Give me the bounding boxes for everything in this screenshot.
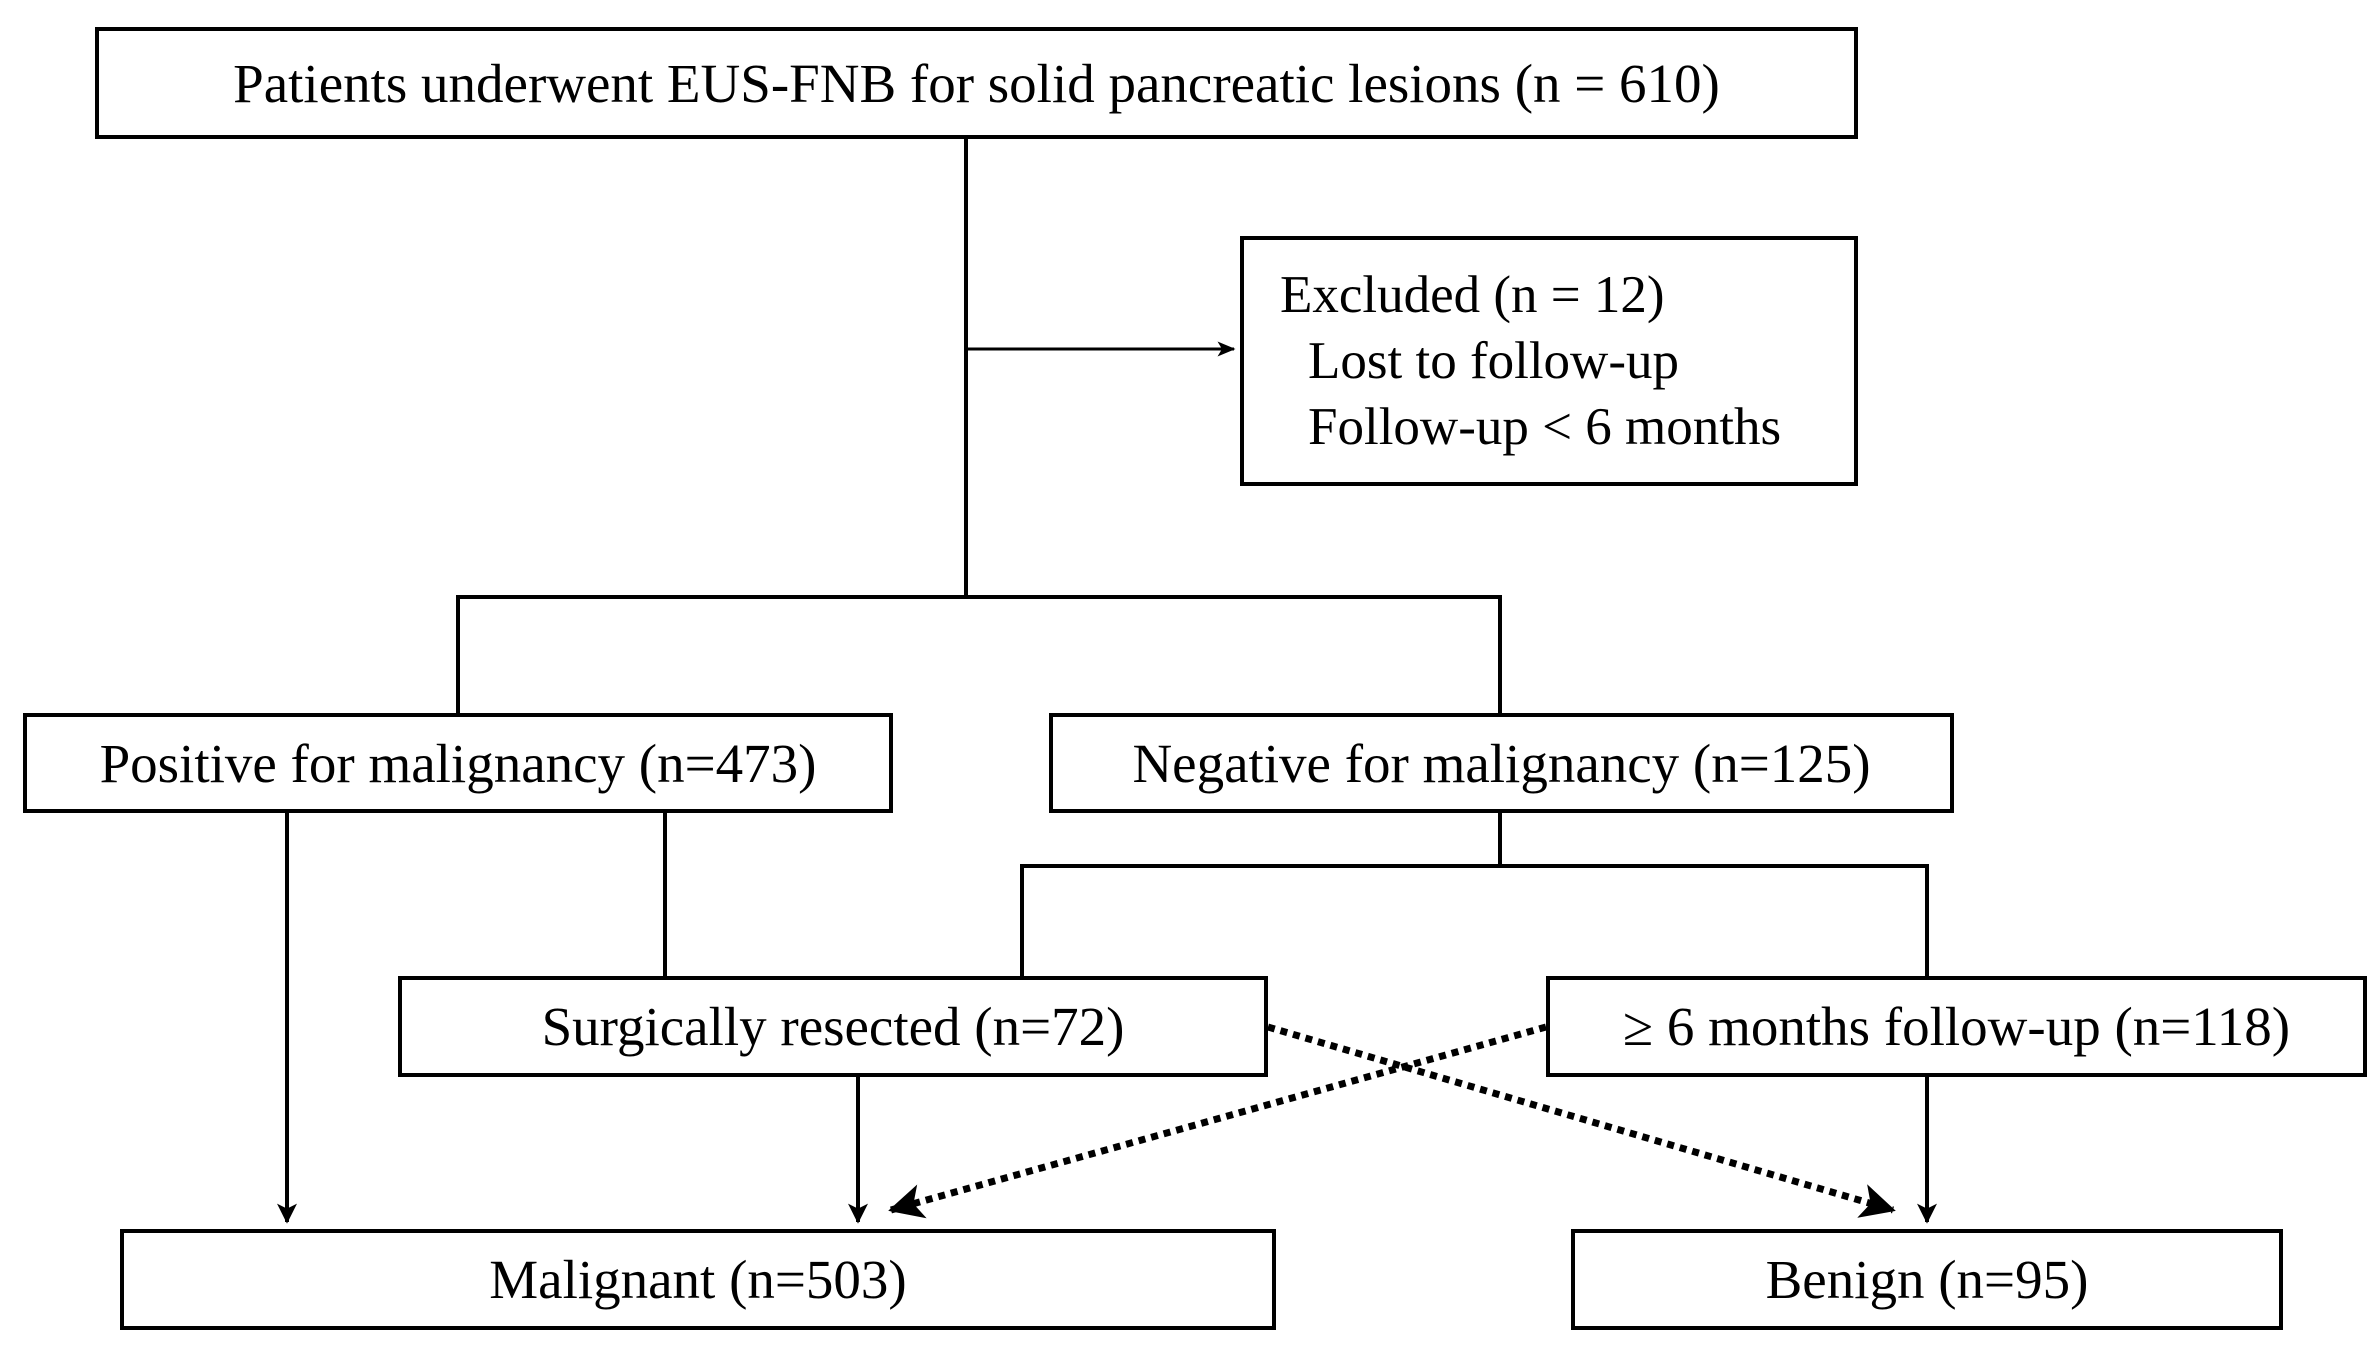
excluded-reason-short-followup: Follow-up < 6 months [1308, 398, 1782, 456]
node-excluded: Excluded (n = 12) Lost to follow-up Foll… [1240, 236, 1858, 486]
node-start: Patients underwent EUS-FNB for solid pan… [95, 27, 1858, 139]
edge-resected-to-benign-dotted [1267, 1023, 1896, 1218]
edge-followup-to-malignant-dotted [888, 1023, 1547, 1219]
excluded-title: Excluded (n = 12) [1280, 266, 1665, 324]
node-positive: Positive for malignancy (n=473) [23, 713, 893, 813]
node-malignant: Malignant (n=503) [120, 1229, 1276, 1330]
excluded-reason-lost: Lost to follow-up [1308, 332, 1679, 390]
node-negative: Negative for malignancy (n=125) [1049, 713, 1954, 813]
node-benign: Benign (n=95) [1571, 1229, 2283, 1330]
node-resected: Surgically resected (n=72) [398, 976, 1268, 1077]
node-followup: ≥ 6 months follow-up (n=118) [1546, 976, 2367, 1077]
